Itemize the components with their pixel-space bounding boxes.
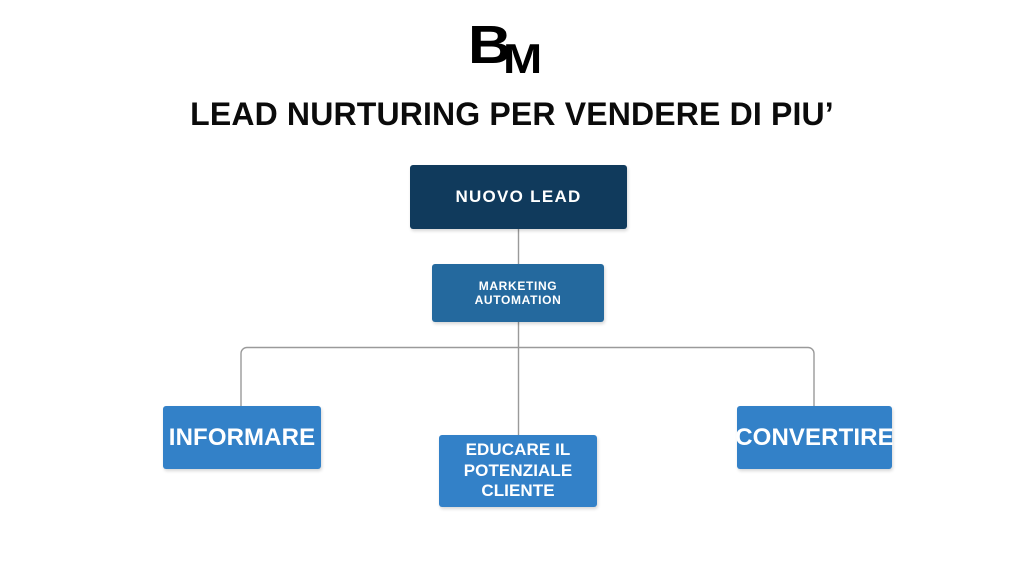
node-label: EDUCARE IL POTENZIALE CLIENTE xyxy=(463,439,573,501)
node-informare[interactable]: INFORMARE xyxy=(163,406,321,469)
node-educare[interactable]: EDUCARE IL POTENZIALE CLIENTE xyxy=(439,435,597,507)
node-convertire[interactable]: CONVERTIRE xyxy=(735,406,894,469)
node-nuovo-lead[interactable]: NUOVO LEAD xyxy=(410,165,627,229)
logo-letter-m: M xyxy=(503,35,542,82)
logo-letter-b: B xyxy=(468,15,512,75)
node-label: MARKETING AUTOMATION xyxy=(474,279,562,307)
bm-logo: B M xyxy=(468,18,558,80)
edge-bus-right xyxy=(518,346,815,406)
node-label: NUOVO LEAD xyxy=(455,187,582,206)
node-marketing-automation[interactable]: MARKETING AUTOMATION xyxy=(432,264,604,322)
node-label: INFORMARE xyxy=(168,423,316,451)
node-label: CONVERTIRE xyxy=(735,423,894,451)
edge-bus-left xyxy=(240,346,519,406)
page-title: LEAD NURTURING PER VENDERE DI PIU’ xyxy=(190,96,834,132)
